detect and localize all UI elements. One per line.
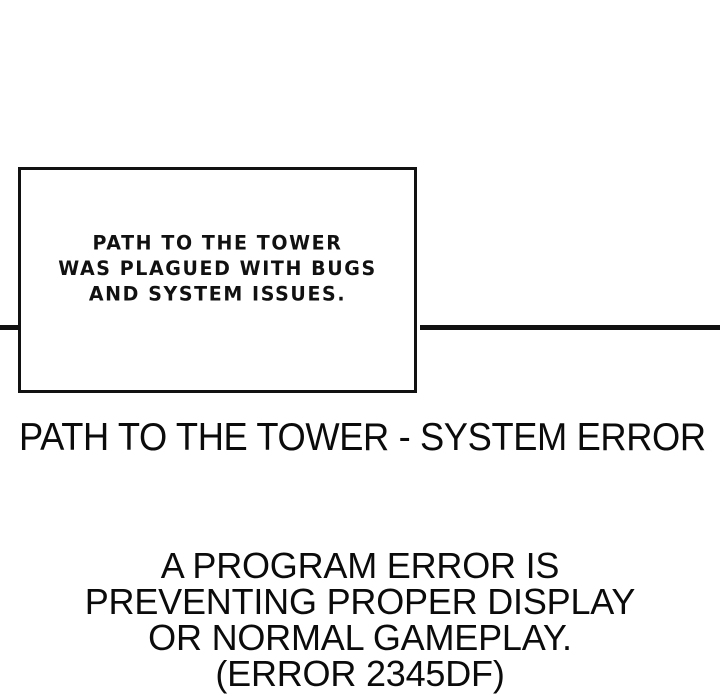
error-message-line: A PROGRAM ERROR IS (160, 545, 560, 586)
dialogue-text: PATH TO THE TOWER WAS PLAGUED WITH BUGS … (21, 231, 414, 308)
divider-rule-right (420, 325, 720, 330)
divider-rule-left (0, 325, 24, 330)
page-title: PATH TO THE TOWER - SYSTEM ERROR (19, 416, 706, 459)
error-message-line: OR NORMAL GAMEPLAY. (148, 617, 572, 658)
dialogue-line: WAS PLAGUED WITH BUGS (58, 257, 377, 281)
dialogue-line: PATH TO THE TOWER (92, 232, 343, 255)
error-message-line: PREVENTING PROPER DISPLAY (84, 581, 636, 622)
dialogue-box: PATH TO THE TOWER WAS PLAGUED WITH BUGS … (18, 167, 417, 393)
error-message: A PROGRAM ERROR IS PREVENTING PROPER DIS… (0, 548, 720, 692)
dialogue-line: AND SYSTEM ISSUES. (88, 283, 347, 306)
error-code: (ERROR 2345DF) (215, 653, 505, 694)
